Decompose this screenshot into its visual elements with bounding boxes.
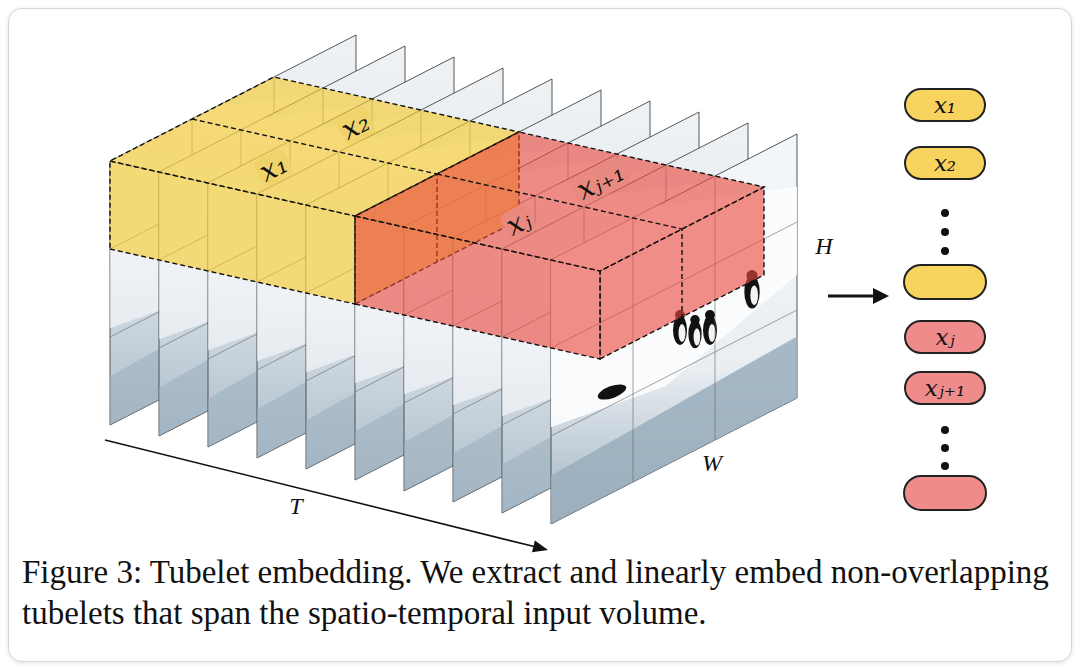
- ellipsis-dot: [941, 247, 949, 255]
- token-label: xⱼ₊₁: [925, 377, 965, 400]
- penguin-head: [690, 315, 700, 325]
- penguin-belly: [709, 324, 716, 342]
- video-frames: [110, 35, 797, 524]
- penguin-belly: [679, 324, 686, 342]
- red-tubelet: [355, 132, 764, 359]
- penguin-belly: [750, 285, 758, 305]
- axis-label: H: [815, 234, 832, 258]
- token-pill: x₁: [904, 88, 986, 122]
- ellipsis-dot: [941, 209, 949, 217]
- penguin: [596, 381, 628, 403]
- token-label: x₂: [934, 152, 956, 175]
- tubelet-face: [355, 132, 764, 271]
- axis-label: T: [289, 494, 302, 518]
- water-area: [551, 336, 797, 524]
- penguin-head: [705, 310, 715, 320]
- ellipsis-dot: [941, 426, 949, 434]
- figure-caption: Figure 3: Tubelet embedding. We extract …: [22, 552, 1066, 634]
- token-pill: xⱼ: [904, 320, 986, 354]
- token-label: xⱼ: [935, 326, 954, 349]
- axis-label: W: [702, 451, 722, 475]
- ellipsis-dot: [941, 444, 949, 452]
- token-pill: xⱼ₊₁: [904, 371, 986, 405]
- arrowhead: [873, 288, 889, 304]
- token-pill: [904, 476, 986, 510]
- ellipsis-dot: [941, 228, 949, 236]
- embed-arrow: [828, 295, 876, 298]
- token-pill: [904, 265, 986, 299]
- penguin-belly: [694, 328, 701, 345]
- token-label: x₁: [934, 94, 956, 117]
- tubelet-divider: [437, 174, 682, 317]
- arrowhead: [532, 541, 548, 553]
- time-axis: [105, 440, 538, 548]
- token-pill: x₂: [904, 146, 986, 180]
- ellipsis-dot: [941, 462, 949, 470]
